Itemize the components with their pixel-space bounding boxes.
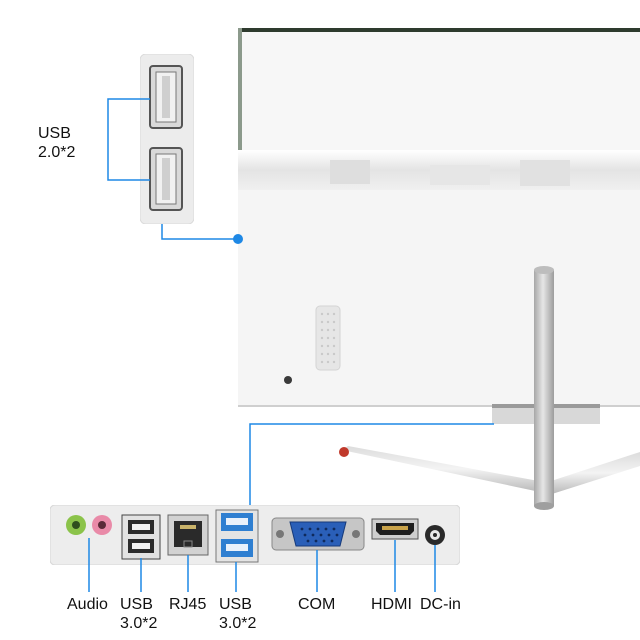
- label-usb3-black: USB 3.0*2: [120, 596, 158, 632]
- label-rj45: RJ45: [169, 596, 207, 613]
- label-com: COM: [298, 596, 336, 613]
- hdmi-port: [371, 518, 419, 540]
- com-port: [271, 517, 365, 551]
- usb2-label: USB 2.0*2: [38, 124, 75, 162]
- side-usb-panel: [140, 54, 194, 224]
- label-dc-in: DC-in: [420, 596, 461, 613]
- label-usb3-blue: USB 3.0*2: [219, 596, 257, 632]
- label-hdmi: HDMI: [371, 596, 412, 613]
- usb2-label-line1: USB: [38, 125, 71, 142]
- rj45-port: [167, 514, 209, 556]
- rear-io-panel: [50, 505, 460, 565]
- dc-in-port: [425, 525, 445, 545]
- audio-jacks: [66, 515, 112, 535]
- usb3-blue-stack: [215, 509, 259, 563]
- usb2-label-line2: 2.0*2: [38, 144, 76, 161]
- label-audio: Audio: [67, 596, 108, 613]
- usb3-black-stack: [121, 514, 161, 560]
